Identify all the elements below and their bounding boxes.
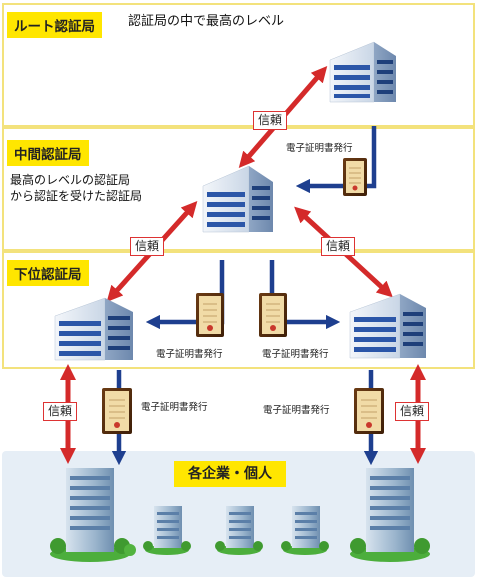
cert-issue-label-sub-left: 電子証明書発行 — [156, 349, 223, 360]
certificate-icon — [343, 158, 367, 196]
issue-arrow-root — [295, 126, 377, 194]
root-ca-building-icon — [329, 41, 396, 103]
certificate-icon — [102, 388, 132, 434]
intermediate-ca-building-icon — [202, 165, 273, 233]
root-ca-label: ルート認証局 — [7, 12, 102, 38]
intermediate-ca-label: 中間認証局 — [7, 140, 89, 166]
subordinate-ca-left-building-icon — [54, 297, 133, 361]
root-ca-description: 認証局の中で最高のレベル — [128, 14, 285, 29]
company-small-2-icon — [215, 506, 263, 555]
trust-label-intermediate-right: 信頼 — [321, 237, 356, 256]
intermediate-ca-description-line2: から認証を受けた認証局 — [10, 189, 143, 203]
cert-issue-label-company-left: 電子証明書発行 — [141, 402, 208, 413]
company-tower-left-icon — [50, 468, 136, 562]
company-small-1-icon — [143, 506, 191, 555]
trust-label-root: 信頼 — [253, 111, 288, 130]
trust-label-intermediate-left: 信頼 — [130, 237, 165, 256]
cert-issue-label-root: 電子証明書発行 — [286, 143, 353, 154]
company-tower-right-icon — [350, 468, 430, 562]
subordinate-ca-label: 下位認証局 — [7, 260, 89, 286]
certificate-icon — [259, 293, 287, 337]
certificate-icon — [354, 388, 384, 434]
trust-label-left-company: 信頼 — [43, 402, 78, 421]
cert-issue-label-company-right: 電子証明書発行 — [263, 405, 330, 416]
subordinate-ca-right-building-icon — [349, 293, 426, 359]
intermediate-ca-description-line1: 最高のレベルの認証局 — [10, 173, 131, 187]
trust-label-right-company: 信頼 — [395, 402, 430, 421]
certificate-icon — [196, 293, 224, 337]
companies-individuals-label: 各企業・個人 — [174, 461, 286, 487]
cert-issue-label-sub-right: 電子証明書発行 — [262, 349, 329, 360]
company-small-3-icon — [281, 506, 329, 555]
